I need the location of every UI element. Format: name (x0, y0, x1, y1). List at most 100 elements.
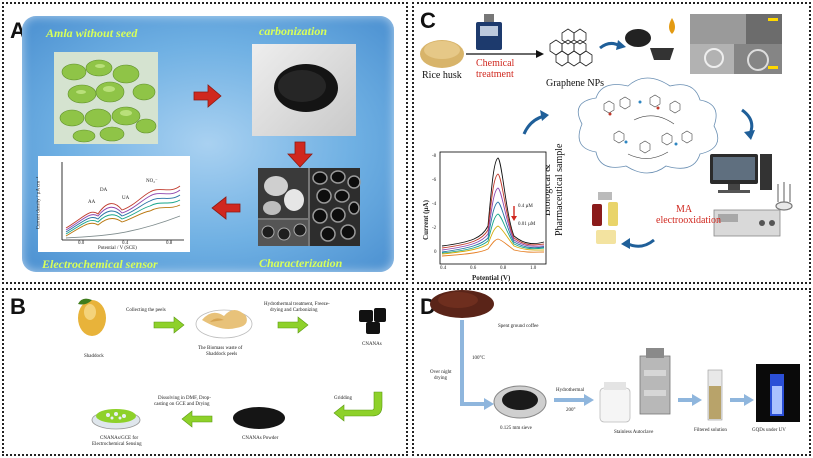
sem-micrograph-icon (258, 168, 361, 246)
drop-icon (669, 18, 675, 34)
dpv-ytick-1: -6 (432, 178, 437, 183)
molecule-structures (603, 94, 693, 159)
graphene-icon (549, 28, 593, 67)
cv-xtick-2: 0.4 (122, 241, 129, 246)
dpv-chart: Current (µA) Potential (V) -8 -6 -4 -2 0… (421, 146, 552, 282)
arrow-down-icon (287, 141, 313, 168)
teflon-liner-icon (599, 382, 631, 423)
sensor-title: Electrochemical sensor (42, 257, 158, 271)
cv-curves (61, 162, 184, 241)
carbonization-title: carbonization (259, 24, 328, 38)
powder-icon (625, 29, 651, 47)
amla-photo (54, 52, 158, 144)
autoclave-icon (639, 348, 671, 415)
hydro-label-1: Hydrothermal treatment, Freeze- (264, 302, 330, 307)
arrow-right-icon (193, 84, 222, 108)
dissolve-label-2: casting on GCE and Drying (154, 402, 210, 407)
electrodes-icon (775, 182, 793, 211)
hydrothermal-label: Hydrothermal (556, 388, 585, 393)
hydro-label-2: drying and Carbonizing (270, 308, 318, 313)
coffee-label: Spent ground coffee (498, 324, 539, 329)
curved-arrow-icon-4 (522, 114, 545, 135)
dpv-ytick-2: -4 (432, 202, 437, 207)
gce-label-2: Electrochemical Sensing (92, 442, 142, 447)
shaddock-icon (78, 298, 106, 336)
gce-electrode-icon (91, 409, 141, 430)
green-arrow-icon-1 (153, 316, 185, 334)
electrooxidation-label: electrooxidation (656, 215, 721, 226)
coffee-grounds-icon (430, 290, 494, 318)
panel-d-graphics (430, 290, 800, 423)
cv-ua-label: UA (122, 196, 130, 201)
collect-label: Collecting the peels (126, 308, 166, 313)
panel-a-arrows (193, 84, 313, 220)
dpv-xtick-2: 0.8 (500, 266, 507, 271)
rice-husk-label: Rice husk (422, 70, 462, 81)
shaddock-label: Shaddock (84, 354, 104, 359)
green-arrow-icon-4 (181, 410, 213, 428)
dpv-plot (439, 151, 547, 265)
sieve-icon (493, 385, 547, 419)
gridding-label: Gridding (334, 396, 353, 401)
dpv-ytick-4: 0 (434, 250, 437, 255)
dissolve-label-1: Dissolving in DMF, Drop- (158, 396, 211, 401)
gce-label-1: CNANAs/GCE for (100, 436, 139, 441)
carbon-photo (252, 44, 356, 136)
cv-xlabel: Potential / V (SCE) (98, 246, 137, 251)
panel-c: C (412, 2, 811, 284)
amla-pieces-icon (59, 59, 157, 143)
potentiostat-icon (713, 209, 781, 237)
dpv-ylabel: Current (µA) (421, 200, 430, 240)
green-arrow-icon-2 (277, 316, 309, 334)
rice-husk-icon (420, 40, 464, 68)
panel-c-label: C (420, 8, 436, 33)
cv-no2-label: NO₂⁻ (146, 179, 158, 184)
reaction-cloud (577, 77, 719, 174)
treatment-label: treatment (476, 69, 514, 80)
process-arrow (460, 320, 486, 406)
overnight-label-1: Over night (430, 370, 452, 375)
gqds-label: GQDs under UV (752, 428, 786, 433)
cv-plot: AA DA UA NO₂⁻ Current density / µA cm⁻² … (36, 156, 190, 252)
dpv-xtick-0: 0.4 (440, 266, 447, 271)
temp-200-label: 200° (566, 408, 576, 413)
cv-aa-label: AA (88, 200, 96, 205)
sieve-label: 0.125 mm sieve (500, 426, 532, 431)
computer-icon (710, 154, 772, 193)
filtered-solution-icon (707, 369, 723, 421)
cnanas-label: CNANAs (362, 342, 382, 347)
curved-arrow-icon-3 (627, 238, 655, 248)
peels-bowl-icon (195, 309, 253, 339)
biomass-label-2: Shaddock peels (206, 352, 238, 357)
dpv-conc-low: 0.01 µM (518, 222, 536, 227)
reactor-icon (476, 14, 502, 50)
panel-a-label: A (10, 18, 26, 43)
dpv-conc-high: 0.4 µM (518, 204, 533, 209)
overnight-label-2: drying (434, 376, 448, 381)
dpv-xtick-3: 1.0 (530, 266, 537, 271)
cv-xtick-3: 0.8 (166, 241, 173, 246)
temp-100-label: 100°C (472, 356, 485, 361)
dpv-xtick-1: 0.6 (470, 266, 477, 271)
mortar-icon (650, 48, 674, 60)
cv-da-label: DA (100, 188, 108, 193)
curved-arrow-icon-2 (741, 108, 754, 135)
cv-xtick-1: 0.0 (78, 241, 85, 246)
panel-b-graphics (78, 298, 386, 430)
dpv-ytick-0: -8 (432, 154, 437, 159)
panel-c-graphics (420, 14, 793, 249)
filtered-label: Filtered solution (694, 428, 727, 433)
arrow-left-icon (211, 196, 241, 220)
panel-b-label: B (10, 294, 26, 319)
cnanas-icon (359, 308, 386, 334)
biomass-label-1: The Biomass waste of (198, 346, 243, 351)
green-arrow-icon-3 (333, 391, 383, 422)
panel-d: D (412, 288, 811, 456)
carbon-powder-icon (274, 64, 338, 112)
dpv-ytick-3: -2 (432, 226, 437, 231)
pharmaceutical-label: Pharmaceutical sample (554, 143, 565, 236)
graphene-label: Graphene NPs (546, 78, 605, 89)
sem-images (258, 168, 361, 246)
ma-label: MA (676, 204, 693, 215)
dpv-xlabel: Potential (V) (472, 274, 511, 282)
